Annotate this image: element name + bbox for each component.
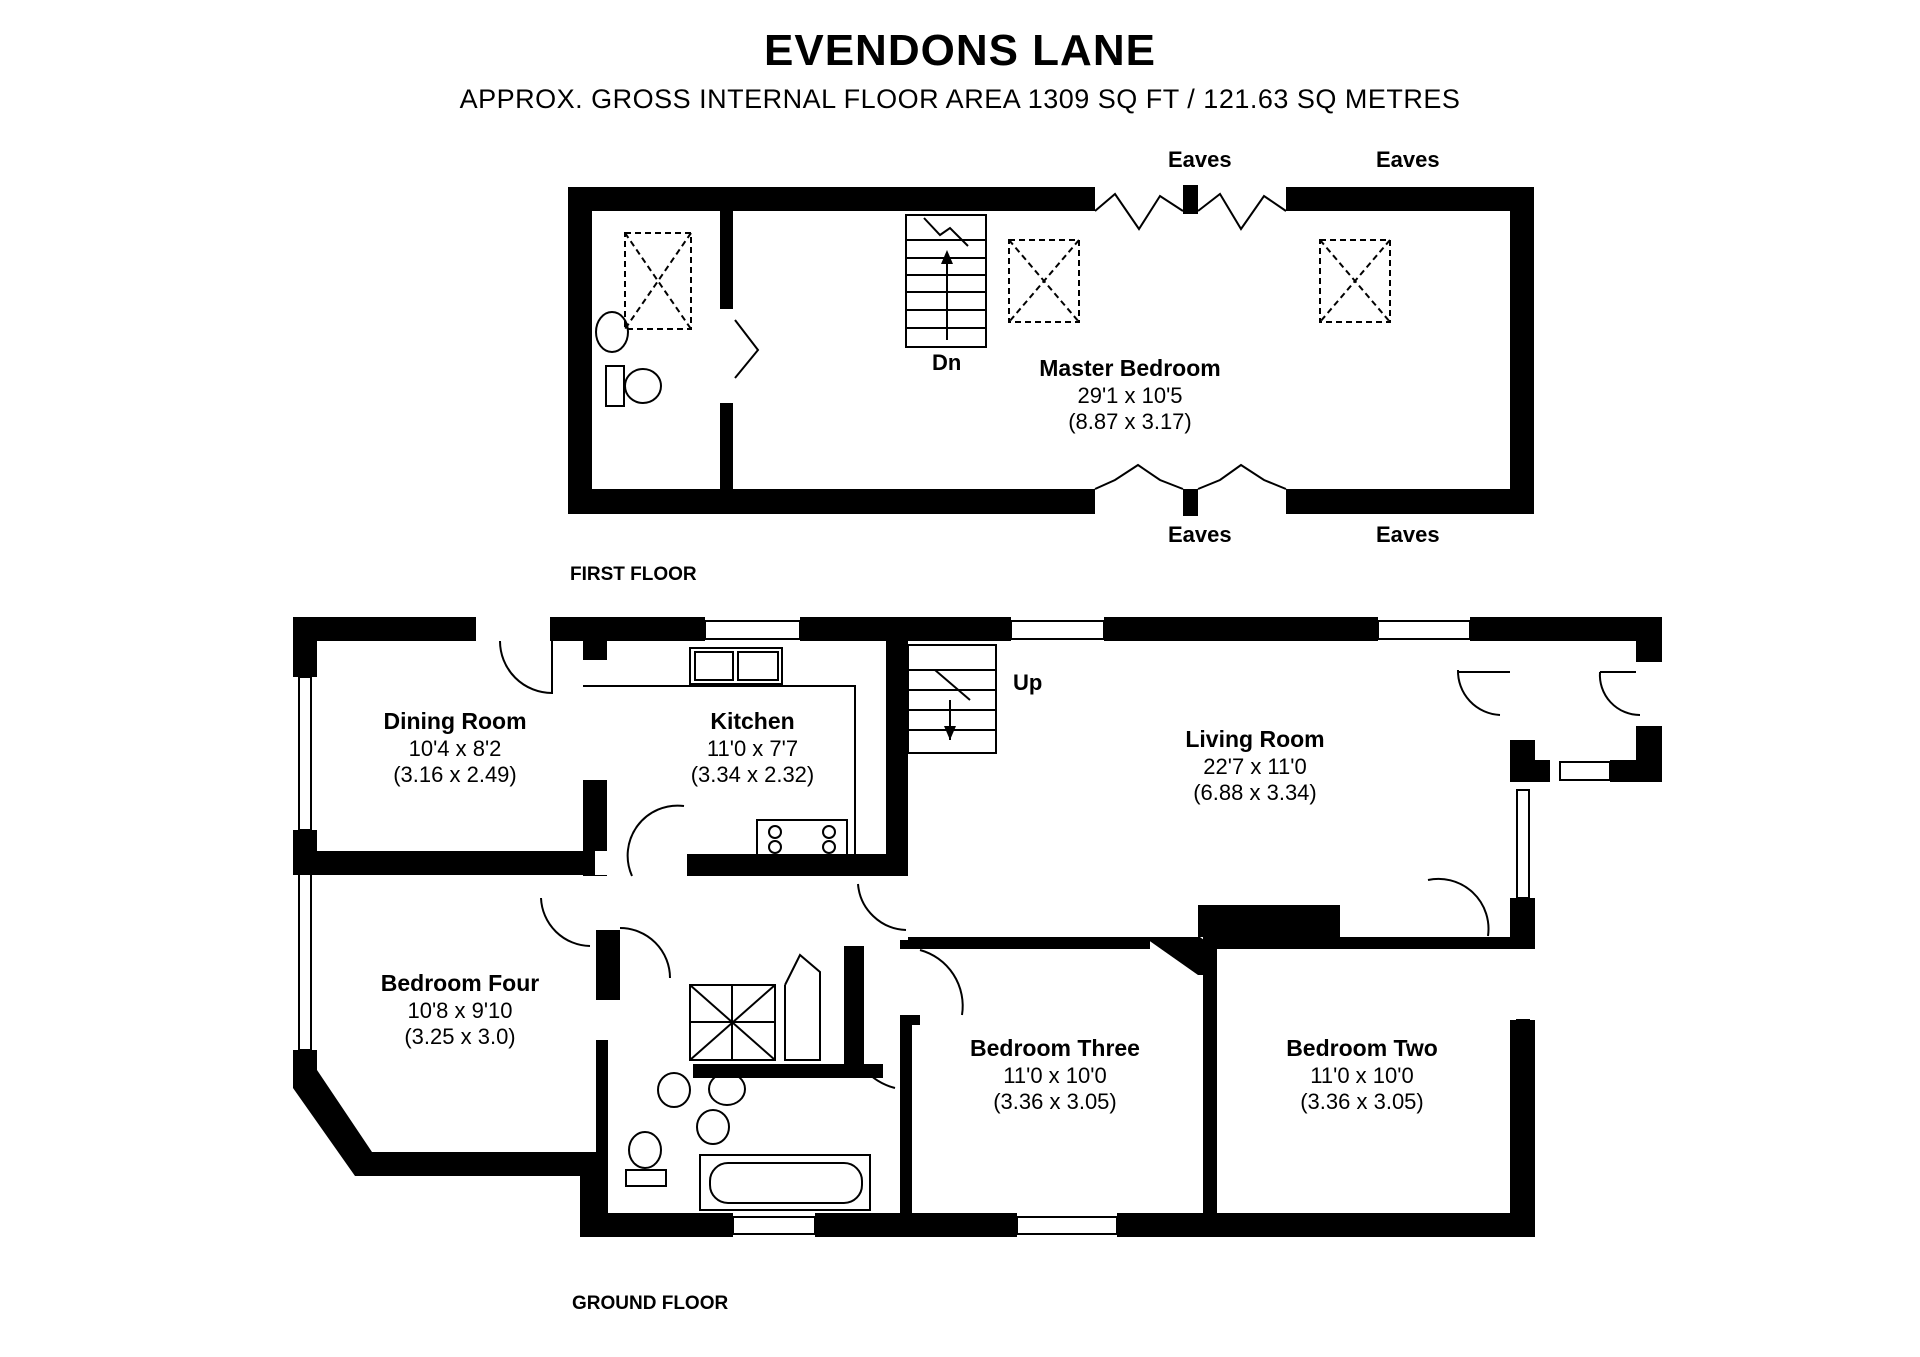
room-bedroom-four: Bedroom Four 10'8 x 9'10 (3.25 x 3.0): [335, 970, 585, 1050]
room-master-bedroom: Master Bedroom 29'1 x 10'5 (8.87 x 3.17): [980, 355, 1280, 435]
eaves-label-bottom-left: Eaves: [1168, 522, 1232, 547]
room-dining-room: Dining Room 10'4 x 8'2 (3.16 x 2.49): [330, 708, 580, 788]
room-kitchen: Kitchen 11'0 x 7'7 (3.34 x 2.32): [630, 708, 875, 788]
room-name: Bedroom Three: [970, 1035, 1140, 1061]
eaves-label-bottom-right: Eaves: [1376, 522, 1440, 547]
room-size-metric: (3.36 x 3.05): [993, 1088, 1117, 1114]
first-floor-fixtures: [595, 192, 1391, 490]
stairs-down-label: Dn: [932, 350, 962, 375]
room-bedroom-two: Bedroom Two 11'0 x 10'0 (3.36 x 3.05): [1232, 1035, 1492, 1115]
room-size-metric: (3.16 x 2.49): [393, 761, 517, 787]
room-name: Bedroom Four: [380, 970, 540, 996]
room-size-imperial: 11'0 x 10'0: [1003, 1062, 1107, 1088]
room-bedroom-three: Bedroom Three 11'0 x 10'0 (3.36 x 3.05): [925, 1035, 1185, 1115]
stairs-up-label: Up: [1013, 670, 1043, 695]
room-name: Dining Room: [383, 708, 527, 734]
room-size-imperial: 29'1 x 10'5: [1077, 382, 1183, 408]
room-size-metric: (3.25 x 3.0): [404, 1023, 516, 1049]
ground-floor-label: GROUND FLOOR: [572, 1293, 729, 1314]
plan-title: EVENDONS LANE: [764, 26, 1156, 75]
stair-arrow-up: [944, 726, 956, 740]
room-size-imperial: 22'7 x 11'0: [1203, 753, 1307, 779]
room-size-imperial: 10'4 x 8'2: [408, 735, 502, 761]
room-name: Kitchen: [710, 708, 795, 734]
first-floor-label: FIRST FLOOR: [570, 564, 697, 585]
room-name: Bedroom Two: [1286, 1035, 1438, 1061]
room-name: Living Room: [1185, 726, 1325, 752]
room-size-metric: (3.34 x 2.32): [690, 761, 815, 787]
room-name: Master Bedroom: [1039, 355, 1221, 381]
room-size-metric: (3.36 x 3.05): [1300, 1088, 1424, 1114]
room-size-metric: (8.87 x 3.17): [1068, 408, 1192, 434]
ground-floor-fixtures: [298, 620, 1641, 1235]
stair-arrow-down: [941, 250, 953, 264]
room-size-imperial: 10'8 x 9'10: [407, 997, 513, 1023]
eaves-label-top-right: Eaves: [1376, 147, 1440, 172]
room-size-imperial: 11'0 x 10'0: [1310, 1062, 1414, 1088]
room-size-imperial: 11'0 x 7'7: [706, 735, 799, 761]
first-floor-walls: [568, 185, 1534, 516]
eaves-label-top-left: Eaves: [1168, 147, 1232, 172]
floor-area-subtitle: APPROX. GROSS INTERNAL FLOOR AREA 1309 S…: [459, 84, 1461, 114]
ground-floor-walls: [293, 617, 1662, 1237]
room-size-metric: (6.88 x 3.34): [1193, 779, 1317, 805]
room-living-room: Living Room 22'7 x 11'0 (6.88 x 3.34): [1115, 726, 1395, 806]
